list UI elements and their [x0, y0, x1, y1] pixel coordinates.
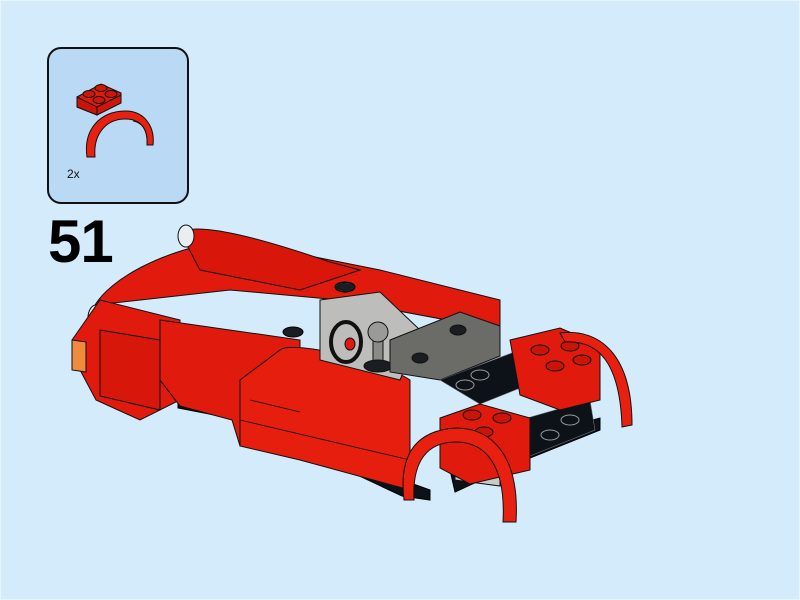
- step-number: 51: [48, 208, 114, 275]
- parts-callout: 2x: [47, 47, 189, 204]
- part-quantity: 2x: [67, 167, 80, 181]
- wheel-arch-brick-icon: [76, 83, 154, 158]
